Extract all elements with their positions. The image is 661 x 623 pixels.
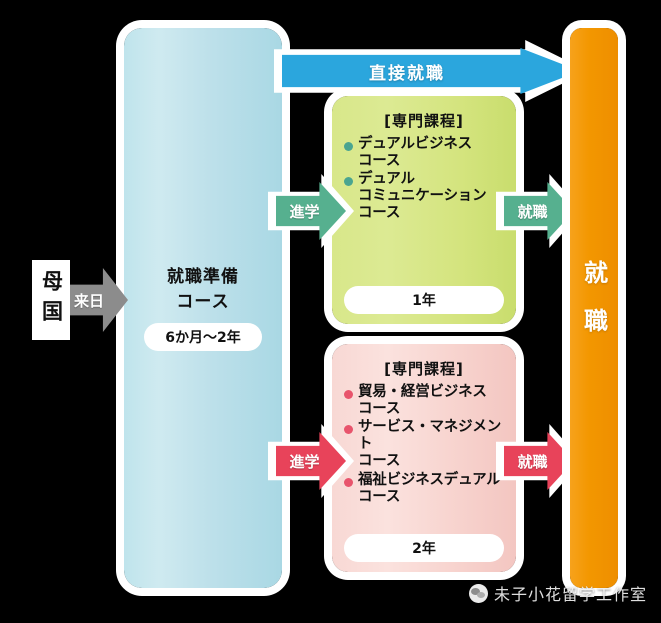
preparation-course-duration: 6か月～2年	[144, 322, 262, 351]
watermark: 未子小花留学工作室	[468, 581, 647, 605]
list-item: デュアルビジネスコース	[344, 136, 504, 170]
pink-course-list: 貿易・経営ビジネスコース サービス・マネジメントコース 福祉ビジネスデュアルコー…	[344, 384, 504, 526]
green-program-header: [専門課程]	[384, 112, 464, 130]
employment-destination-bar: 就職	[570, 28, 618, 588]
green-enter-label: 進学	[289, 202, 320, 221]
list-item: サービス・マネジメントコース	[344, 419, 504, 470]
direct-employment-label: 直接就職	[369, 63, 445, 84]
direct-employment-arrow: 直接就職	[282, 48, 580, 94]
wechat-icon	[468, 583, 488, 603]
watermark-text: 未子小花留学工作室	[493, 585, 647, 604]
preparation-course-title: 就職準備コース	[167, 267, 239, 312]
arrive-japan-arrow: 来日	[62, 268, 128, 332]
green-exit-label: 就職	[517, 202, 548, 221]
home-country-label: 母国	[39, 270, 64, 330]
home-country-box: 母国	[32, 260, 70, 340]
list-item: デュアルコミュニケーションコース	[344, 171, 504, 222]
arrive-japan-label: 来日	[73, 291, 104, 310]
pink-program-header: [専門課程]	[384, 360, 464, 378]
pink-program-duration: 2年	[344, 534, 504, 562]
pink-enter-label: 進学	[289, 452, 320, 471]
pink-program-box: [専門課程] 貿易・経営ビジネスコース サービス・マネジメントコース 福祉ビジネ…	[332, 344, 516, 572]
pink-exit-label: 就職	[517, 452, 548, 471]
green-program-box: [専門課程] デュアルビジネスコース デュアルコミュニケーションコース 1年	[332, 96, 516, 324]
green-course-list: デュアルビジネスコース デュアルコミュニケーションコース	[344, 136, 504, 278]
list-item: 福祉ビジネスデュアルコース	[344, 472, 504, 506]
employment-destination-label: 就職	[579, 260, 608, 356]
green-program-duration: 1年	[344, 286, 504, 314]
preparation-course-box: 就職準備コース 6か月～2年	[124, 28, 282, 588]
list-item: 貿易・経営ビジネスコース	[344, 384, 504, 418]
